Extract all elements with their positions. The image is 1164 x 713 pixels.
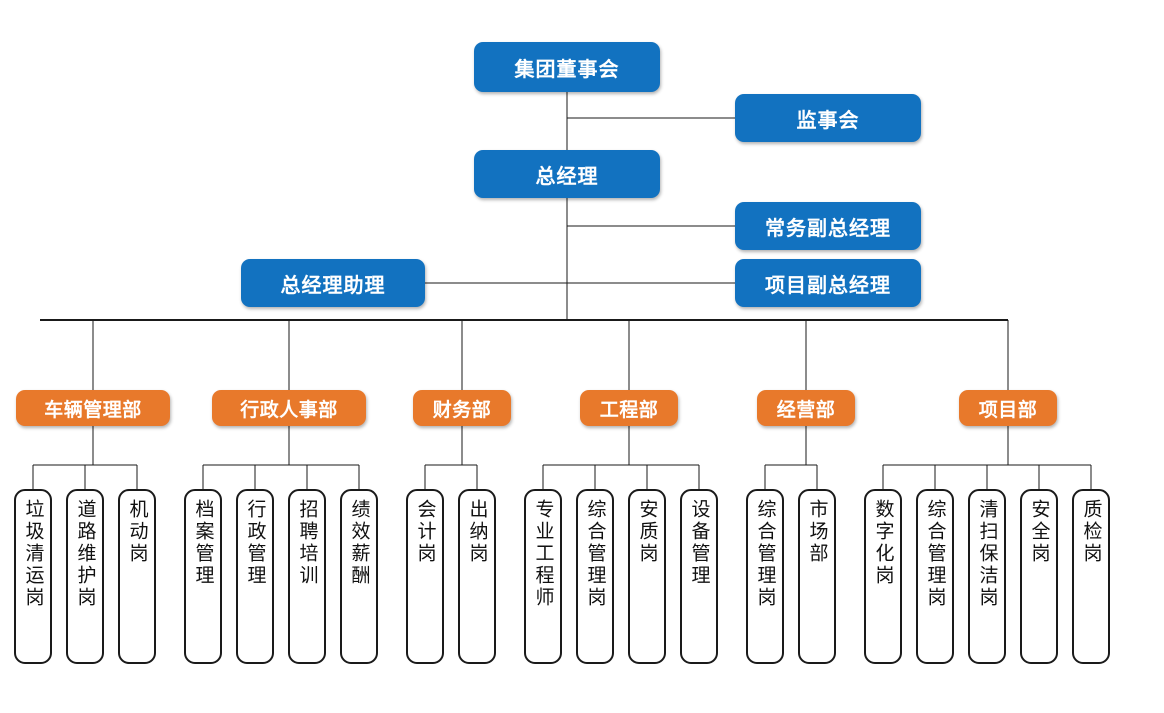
node-label: 监事会	[796, 107, 860, 132]
leaf-node-operations-1[interactable]: 市场部	[798, 489, 836, 664]
exec-node-board[interactable]: 集团董事会	[474, 42, 660, 92]
leaf-node-engineering-0[interactable]: 专业工程师	[524, 489, 562, 664]
node-label: 设备管理	[688, 499, 711, 587]
dept-node-operations[interactable]: 经营部	[757, 390, 855, 426]
node-label: 清扫保洁岗	[976, 499, 999, 609]
node-label: 档案管理	[192, 499, 215, 587]
dept-node-vehicle[interactable]: 车辆管理部	[16, 390, 170, 426]
leaf-node-finance-1[interactable]: 出纳岗	[458, 489, 496, 664]
node-label: 机动岗	[126, 499, 149, 565]
node-label: 招聘培训	[296, 499, 319, 587]
node-label: 经营部	[776, 398, 836, 421]
exec-node-gm-assistant[interactable]: 总经理助理	[241, 259, 425, 307]
leaf-node-project-0[interactable]: 数字化岗	[864, 489, 902, 664]
node-label: 行政管理	[244, 499, 267, 587]
leaf-node-admin-hr-1[interactable]: 行政管理	[236, 489, 274, 664]
node-label: 质检岗	[1080, 499, 1103, 565]
node-label: 工程部	[599, 398, 659, 421]
node-label: 综合管理岗	[924, 499, 947, 609]
dept-node-engineering[interactable]: 工程部	[580, 390, 678, 426]
leaf-node-vehicle-1[interactable]: 道路维护岗	[66, 489, 104, 664]
exec-node-gm[interactable]: 总经理	[474, 150, 660, 198]
leaf-node-project-1[interactable]: 综合管理岗	[916, 489, 954, 664]
node-label: 车辆管理部	[44, 398, 142, 421]
leaf-node-project-2[interactable]: 清扫保洁岗	[968, 489, 1006, 664]
leaf-node-vehicle-2[interactable]: 机动岗	[118, 489, 156, 664]
node-label: 安质岗	[636, 499, 659, 565]
node-label: 财务部	[432, 398, 492, 421]
node-label: 专业工程师	[532, 499, 555, 609]
leaf-node-vehicle-0[interactable]: 垃圾清运岗	[14, 489, 52, 664]
node-label: 道路维护岗	[74, 499, 97, 609]
node-label: 会计岗	[414, 499, 437, 565]
node-label: 综合管理岗	[754, 499, 777, 609]
node-label: 项目副总经理	[765, 272, 891, 297]
dept-node-admin-hr[interactable]: 行政人事部	[212, 390, 366, 426]
exec-node-supervisors[interactable]: 监事会	[735, 94, 921, 142]
leaf-node-finance-0[interactable]: 会计岗	[406, 489, 444, 664]
node-label: 项目部	[978, 398, 1038, 421]
node-label: 安全岗	[1028, 499, 1051, 565]
leaf-node-project-3[interactable]: 安全岗	[1020, 489, 1058, 664]
node-label: 垃圾清运岗	[22, 499, 45, 609]
node-label: 综合管理岗	[584, 499, 607, 609]
node-label: 集团董事会	[514, 56, 620, 81]
node-label: 出纳岗	[466, 499, 489, 565]
node-label: 行政人事部	[240, 398, 338, 421]
node-label: 市场部	[806, 499, 829, 565]
leaf-node-admin-hr-3[interactable]: 绩效薪酬	[340, 489, 378, 664]
exec-node-exec-vp[interactable]: 常务副总经理	[735, 202, 921, 250]
leaf-node-engineering-1[interactable]: 综合管理岗	[576, 489, 614, 664]
node-label: 总经理助理	[280, 272, 386, 297]
node-label: 总经理	[535, 163, 599, 188]
leaf-node-engineering-2[interactable]: 安质岗	[628, 489, 666, 664]
leaf-node-admin-hr-0[interactable]: 档案管理	[184, 489, 222, 664]
dept-node-finance[interactable]: 财务部	[413, 390, 511, 426]
node-label: 数字化岗	[872, 499, 895, 587]
leaf-node-project-4[interactable]: 质检岗	[1072, 489, 1110, 664]
exec-node-project-vp[interactable]: 项目副总经理	[735, 259, 921, 307]
node-label: 绩效薪酬	[348, 499, 371, 587]
leaf-node-operations-0[interactable]: 综合管理岗	[746, 489, 784, 664]
leaf-node-admin-hr-2[interactable]: 招聘培训	[288, 489, 326, 664]
node-label: 常务副总经理	[765, 215, 891, 240]
dept-node-project[interactable]: 项目部	[959, 390, 1057, 426]
leaf-node-engineering-3[interactable]: 设备管理	[680, 489, 718, 664]
